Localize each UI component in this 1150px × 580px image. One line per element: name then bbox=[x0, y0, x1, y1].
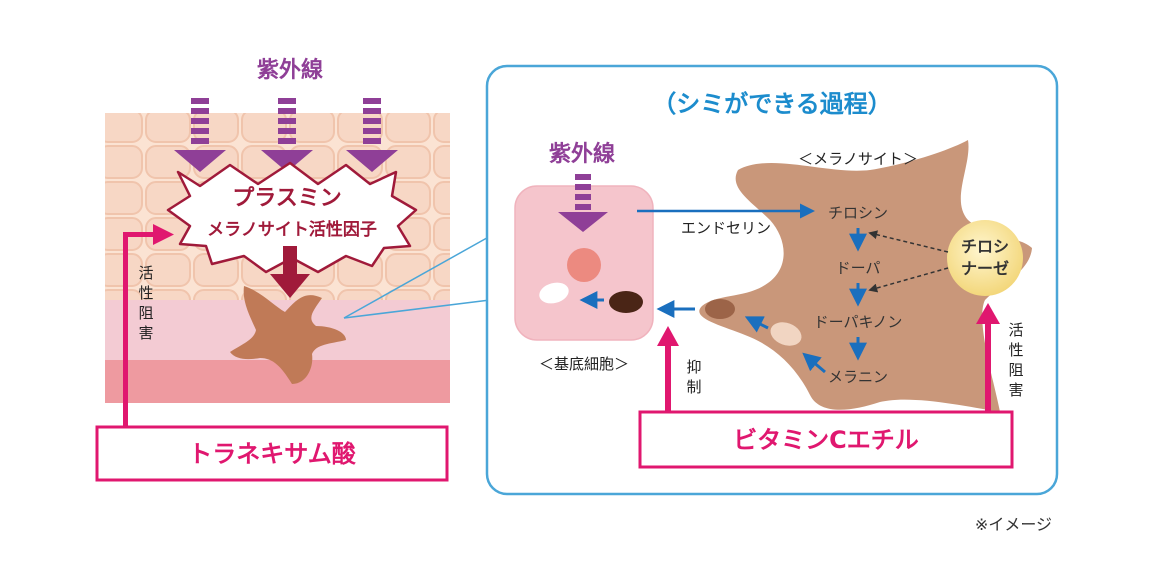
left-inhibit-connector bbox=[123, 224, 174, 428]
tyrosinase-dash-1 bbox=[868, 230, 949, 253]
melanin-granule-dark bbox=[609, 291, 643, 313]
suppress-arrow bbox=[657, 326, 679, 412]
melanocyte-label: ＜メラノサイト＞ bbox=[798, 150, 918, 168]
left-inhibit-char-2: 性 bbox=[138, 284, 153, 302]
vitc-box bbox=[638, 410, 1014, 469]
uv-arrow-2 bbox=[261, 98, 313, 172]
tranexamic-label: トラネキサム酸 bbox=[188, 440, 357, 468]
endothelin-label: エンドセリン bbox=[681, 219, 771, 237]
vitc-label: ビタミンCエチル bbox=[733, 426, 919, 454]
inhibit-arrow-right bbox=[976, 303, 1000, 412]
left-uv-label: 紫外線 bbox=[257, 57, 323, 83]
left-inhibit-char-1: 活 bbox=[138, 264, 153, 282]
melanin-granule-brown bbox=[705, 299, 735, 319]
right-inhibit-char-4: 害 bbox=[1008, 381, 1023, 399]
uv-arrow-right bbox=[558, 174, 608, 232]
plasmin-title: プラスミン bbox=[232, 186, 342, 211]
step-dopaquinone: ドーパキノン bbox=[814, 313, 903, 331]
right-uv-label: 紫外線 bbox=[549, 141, 615, 167]
plasmin-burst bbox=[166, 161, 418, 274]
tyrosinase-line-1: チロシ bbox=[961, 237, 1009, 256]
step-dopa: ドーパ bbox=[836, 259, 881, 277]
uv-arrow-1 bbox=[174, 98, 226, 172]
process-title: （シミができる過程） bbox=[652, 90, 892, 118]
tranexamic-box bbox=[95, 425, 449, 482]
melanin-granule-light bbox=[770, 322, 802, 346]
left-inhibit-char-4: 害 bbox=[138, 324, 153, 342]
step-tyrosine: チロシン bbox=[828, 204, 888, 222]
uv-arrows-left bbox=[174, 98, 398, 172]
melanin-granule-faded bbox=[539, 282, 569, 304]
zoom-line-upper bbox=[343, 224, 511, 319]
tyrosinase-circle bbox=[947, 220, 1023, 296]
left-inhibit-char-3: 阻 bbox=[138, 304, 153, 322]
plasmin-down-arrow bbox=[270, 246, 310, 298]
melanin-arrow-2 bbox=[744, 316, 769, 333]
right-inhibit-char-3: 阻 bbox=[1008, 361, 1023, 379]
right-inhibit-char-2: 性 bbox=[1008, 341, 1023, 359]
melanin-arrow-1 bbox=[802, 352, 826, 374]
basal-cell-nucleus bbox=[567, 248, 601, 282]
step-melanin: メラニン bbox=[828, 368, 888, 386]
tyrosinase-line-2: ナーゼ bbox=[961, 259, 1009, 278]
suppress-char-1: 抑 bbox=[686, 358, 701, 376]
image-note: ※イメージ bbox=[975, 515, 1052, 534]
plasmin-subtitle: メラノサイト活性因子 bbox=[207, 219, 377, 240]
uv-arrow-3 bbox=[346, 98, 398, 172]
zoom-line-lower bbox=[343, 299, 491, 319]
basal-cell-label: ＜基底細胞＞ bbox=[539, 355, 629, 373]
dermis-layer bbox=[105, 360, 450, 403]
right-inhibit-char-1: 活 bbox=[1008, 321, 1023, 339]
suppress-char-2: 制 bbox=[686, 378, 701, 396]
melanocyte-left bbox=[230, 286, 346, 384]
